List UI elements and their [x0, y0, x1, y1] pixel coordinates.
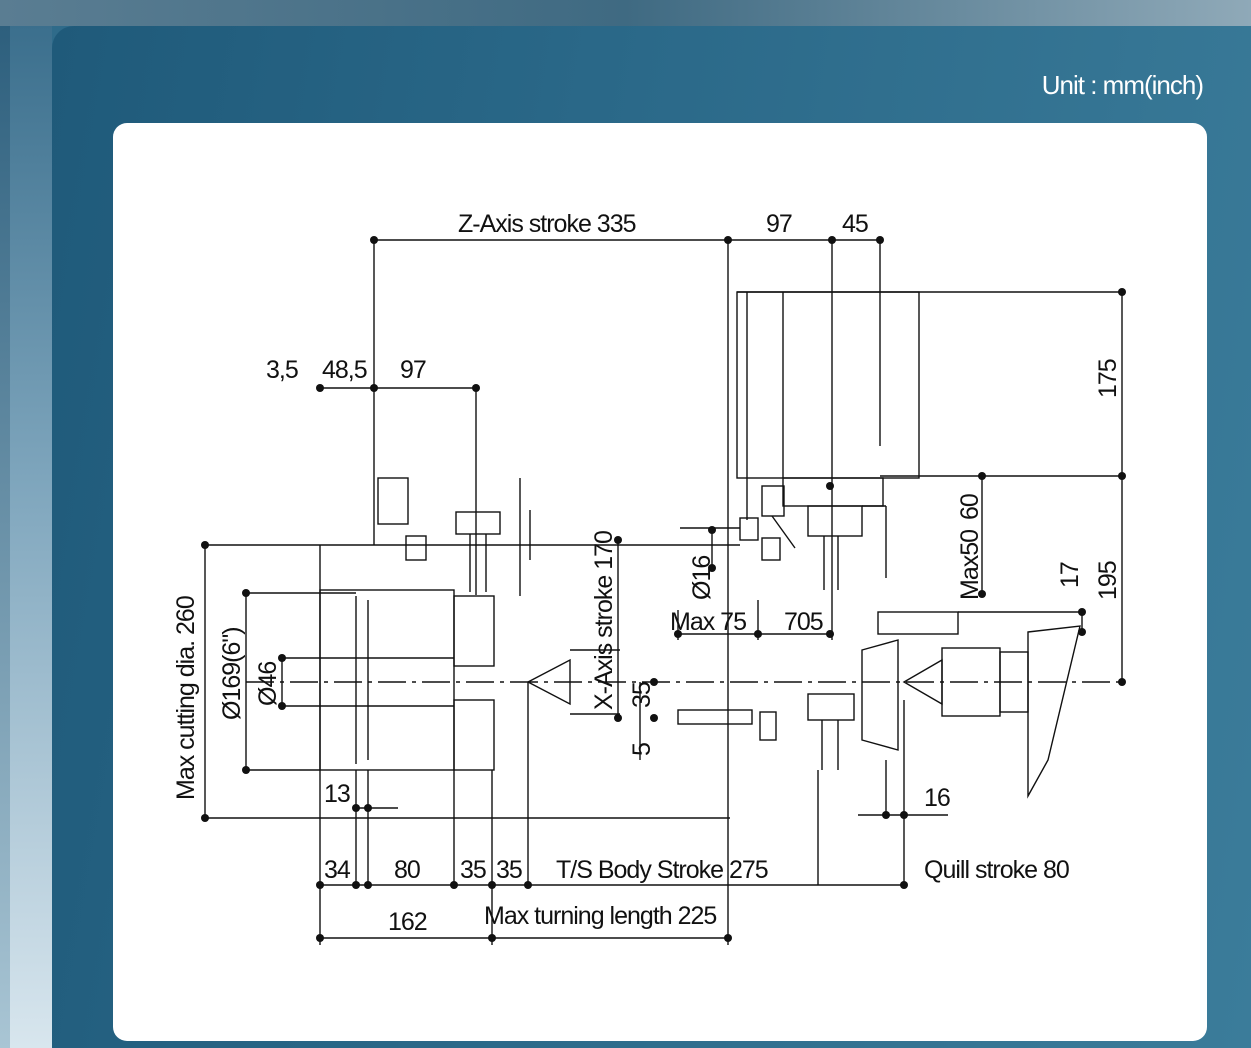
x-axis-stroke-label: X-Axis stroke 170: [590, 531, 618, 710]
top-97-label: 97: [766, 210, 792, 238]
dimension-labels: Z-Axis stroke 335 97 45 3,5 48,5 97 175 …: [172, 210, 1122, 936]
dim-16-label: 16: [924, 784, 950, 812]
left-strip: [0, 26, 52, 1048]
unit-label: Unit : mm(inch): [1041, 70, 1204, 100]
z-axis-stroke-label: Z-Axis stroke 335: [458, 210, 636, 238]
dim-5-label: 5: [628, 743, 656, 756]
dim-13-label: 13: [324, 780, 350, 808]
top-bar: [0, 0, 1251, 26]
dim-35a-label: 35: [460, 856, 486, 884]
dim-48-5-label: 48,5: [322, 356, 367, 384]
dia46-label: Ø46: [254, 662, 282, 706]
dim-35b-label: 35: [496, 856, 522, 884]
dimension-dots: [201, 236, 1126, 942]
dim-97-label: 97: [400, 356, 426, 384]
dim-60-label: 60: [956, 494, 984, 520]
dim-80-label: 80: [394, 856, 420, 884]
top-45-label: 45: [842, 210, 868, 238]
quill-stroke-label: Quill stroke 80: [924, 856, 1069, 884]
dim-175-label: 175: [1094, 359, 1122, 398]
max-turning-length-label: Max turning length 225: [484, 902, 716, 930]
dim-3-5-label: 3,5: [266, 356, 298, 384]
dim-195-label: 195: [1094, 561, 1122, 600]
drawing-lines: [204, 239, 1123, 945]
dim-162-label: 162: [388, 908, 427, 936]
max75-label: Max 75: [670, 608, 746, 636]
dim-17-label: 17: [1056, 562, 1084, 588]
dim-35-vertical-label: 35: [628, 682, 656, 708]
dim-34-label: 34: [324, 856, 351, 884]
dim-705-label: 705: [784, 608, 823, 636]
dia169-label: Ø169(6"): [218, 627, 246, 720]
drawing-card: [113, 123, 1207, 1041]
max-cutting-dia-label: Max cutting dia. 260: [172, 596, 200, 800]
dia16-label: Ø16: [688, 556, 716, 600]
ts-body-stroke-label: T/S Body Stroke 275: [556, 856, 768, 884]
max50-label: Max50: [956, 530, 984, 600]
